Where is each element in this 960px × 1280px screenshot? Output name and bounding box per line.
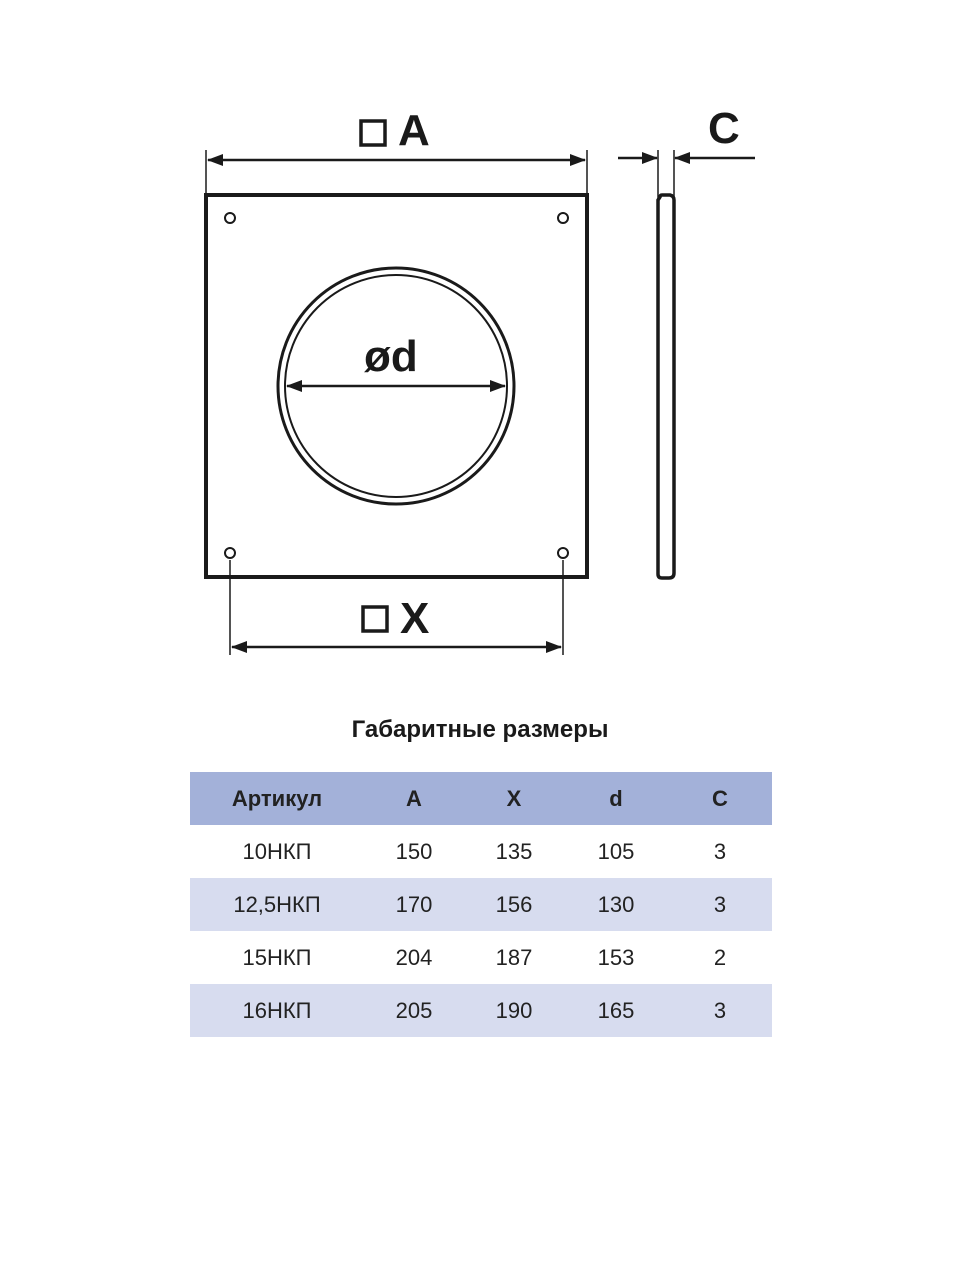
cell-x: 187 bbox=[495, 944, 533, 970]
cell-a: 205 bbox=[364, 984, 464, 1037]
cell-a: 170 bbox=[364, 878, 464, 931]
cell-c: 2 bbox=[713, 944, 727, 970]
mounting-hole bbox=[224, 212, 236, 224]
cell-d: 130 bbox=[564, 878, 668, 931]
table-row: 10НКП 150 135 105 3 bbox=[190, 825, 772, 878]
dimensions-table: Артикул A X d C 10НКП 150 135 105 3 12,5… bbox=[190, 772, 772, 1037]
dimension-c-label: C bbox=[708, 104, 740, 153]
table-title: Габаритные размеры bbox=[351, 716, 609, 743]
mounting-hole bbox=[557, 547, 569, 559]
table-header-row: Артикул A X d C bbox=[190, 772, 772, 825]
cell-d: 105 bbox=[597, 838, 635, 864]
cell-article: 16НКП bbox=[190, 984, 364, 1037]
square-dimension-icon bbox=[359, 119, 387, 147]
mounting-hole bbox=[224, 547, 236, 559]
cell-x: 135 bbox=[495, 838, 533, 864]
cell-article: 15НКП bbox=[242, 944, 312, 970]
cell-d: 153 bbox=[597, 944, 635, 970]
table-row: 16НКП 205 190 165 3 bbox=[190, 984, 772, 1037]
cell-a: 204 bbox=[395, 944, 433, 970]
cell-x: 190 bbox=[464, 984, 564, 1037]
plate-profile bbox=[656, 193, 676, 580]
square-dimension-icon bbox=[361, 605, 389, 633]
cell-d: 165 bbox=[564, 984, 668, 1037]
mounting-hole bbox=[557, 212, 569, 224]
plate-front-view: ød bbox=[204, 193, 589, 579]
dimension-x: X bbox=[229, 560, 564, 655]
header-d: d bbox=[564, 772, 668, 825]
dimension-a: A bbox=[205, 106, 588, 195]
plate-side-view: C bbox=[618, 104, 755, 580]
cell-article: 10НКП bbox=[242, 838, 312, 864]
cell-c: 3 bbox=[668, 984, 772, 1037]
cell-c: 3 bbox=[713, 838, 727, 864]
cell-c: 3 bbox=[668, 878, 772, 931]
cell-x: 156 bbox=[464, 878, 564, 931]
table-row: 12,5НКП 170 156 130 3 bbox=[190, 878, 772, 931]
header-x: X bbox=[464, 772, 564, 825]
header-a: A bbox=[364, 772, 464, 825]
cell-a: 150 bbox=[395, 838, 433, 864]
plate-drawing: A ød X C bbox=[204, 104, 755, 655]
dimension-x-label: X bbox=[400, 594, 429, 643]
plate-outline bbox=[204, 193, 589, 579]
dimension-d-label: ød bbox=[364, 332, 418, 381]
table-row: 15НКП 204 187 153 2 bbox=[190, 931, 772, 984]
cell-article: 12,5НКП bbox=[190, 878, 364, 931]
duct-opening-outer bbox=[276, 266, 516, 506]
dimension-a-label: A bbox=[398, 106, 430, 155]
duct-opening-inner bbox=[284, 274, 508, 498]
header-c: C bbox=[668, 772, 772, 825]
header-article: Артикул bbox=[190, 772, 364, 825]
